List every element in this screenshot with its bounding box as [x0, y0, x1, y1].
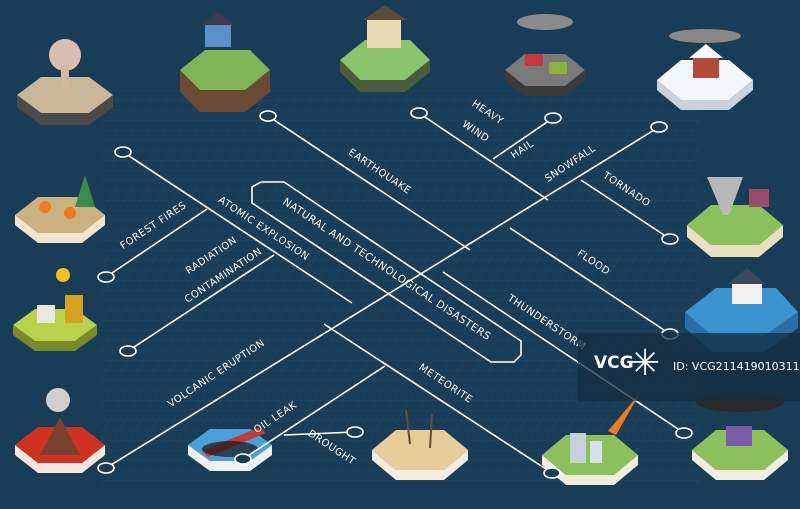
node-heavy-wind: [410, 107, 428, 119]
node-meteorite: [543, 467, 561, 479]
node-volcanic-eruption: [97, 462, 115, 474]
tile-heavy-wind: [340, 5, 430, 92]
watermark: VCG ✳ ID: VCG211419010311: [578, 333, 800, 401]
node-snowfall: [650, 121, 668, 133]
connector-lines: [105, 112, 685, 474]
vcg-logo-icon: ✳: [630, 343, 661, 383]
tile-volcanic-eruption: [15, 388, 105, 473]
watermark-logo: VCG: [594, 353, 634, 373]
tile-thunderstorm: [692, 392, 788, 480]
tile-hail: [505, 14, 585, 96]
node-atomic-explosion: [114, 146, 132, 158]
tile-forest-fires: [15, 175, 105, 243]
tile-atomic-explosion: [17, 39, 113, 125]
grid-background: [100, 90, 700, 490]
node-radiation: [119, 345, 137, 357]
tile-tornado: [687, 177, 783, 257]
tile-meteorite: [542, 393, 640, 485]
tiles: [13, 5, 798, 485]
tile-earthquake: [180, 12, 270, 112]
tile-drought: [372, 409, 468, 480]
watermark-id: ID: VCG211419010311: [673, 360, 800, 373]
node-earthquake: [259, 110, 277, 122]
title-box: [251, 181, 522, 363]
node-forest-fires: [97, 271, 115, 283]
node-oil-leak: [234, 453, 252, 465]
tile-radiation: [13, 268, 97, 351]
node-tornado: [661, 233, 679, 245]
node-drought: [346, 426, 364, 438]
node-thunderstorm: [675, 427, 693, 439]
tile-snowfall: [657, 29, 753, 110]
node-hail: [544, 112, 562, 124]
